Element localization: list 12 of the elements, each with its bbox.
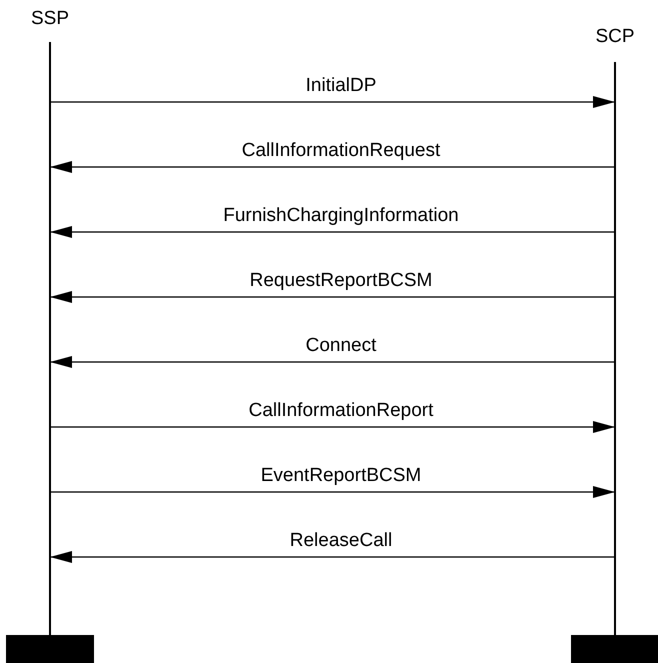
message-arrow — [51, 486, 615, 498]
message-arrow — [51, 96, 615, 108]
message-arrow — [50, 291, 616, 303]
message-arrow — [50, 356, 616, 368]
lifeline-label: SCP — [595, 26, 635, 48]
message-arrow — [50, 226, 616, 238]
message-arrow — [50, 161, 616, 173]
lifeline-label: SSP — [30, 8, 70, 30]
message-label: CallInformationReport — [246, 400, 436, 422]
message-arrow — [51, 421, 615, 433]
message-arrow — [50, 551, 616, 563]
message-label: CallInformationRequest — [240, 140, 442, 162]
